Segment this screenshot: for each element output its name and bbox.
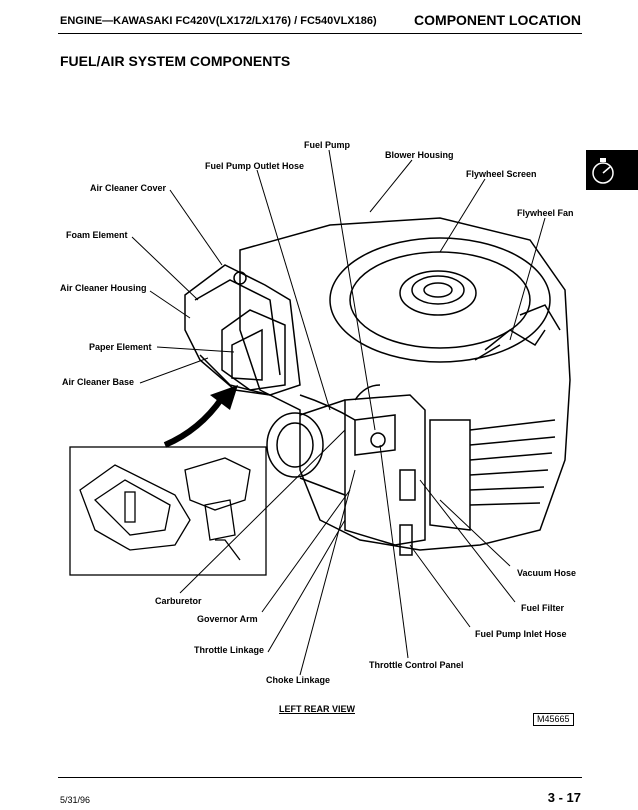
label-fuel-pump-outlet-hose: Fuel Pump Outlet Hose [205, 161, 305, 171]
label-vacuum-hose: Vacuum Hose [517, 568, 577, 578]
section-tab [586, 150, 638, 190]
stopwatch-icon [592, 158, 614, 184]
footer-divider [58, 777, 582, 778]
label-throttle-linkage: Throttle Linkage [194, 645, 265, 655]
label-fuel-pump: Fuel Pump [304, 140, 351, 150]
label-air-cleaner-cover: Air Cleaner Cover [90, 183, 167, 193]
footer-date: 5/31/96 [60, 795, 91, 805]
label-throttle-control-panel: Throttle Control Panel [369, 660, 464, 670]
header-divider [58, 33, 582, 34]
label-fuel-pump-inlet-hose: Fuel Pump Inlet Hose [475, 629, 567, 639]
header-title: ENGINE—KAWASAKI FC420V(LX172/LX176) / FC… [60, 15, 377, 27]
label-air-cleaner-housing: Air Cleaner Housing [60, 283, 147, 293]
label-paper-element: Paper Element [89, 342, 152, 352]
label-flywheel-fan: Flywheel Fan [517, 208, 574, 218]
page-title: FUEL/AIR SYSTEM COMPONENTS [60, 53, 291, 69]
figure-id: M45665 [533, 713, 574, 726]
label-choke-linkage: Choke Linkage [266, 675, 331, 685]
label-air-cleaner-base: Air Cleaner Base [62, 377, 135, 387]
label-carburetor: Carburetor [155, 596, 202, 606]
section-title: COMPONENT LOCATION [414, 12, 581, 28]
label-fuel-filter: Fuel Filter [521, 603, 565, 613]
page-number: 3 - 17 [547, 790, 581, 805]
label-blower-housing: Blower Housing [385, 150, 454, 160]
label-foam-element: Foam Element [66, 230, 128, 240]
view-caption: LEFT REAR VIEW [279, 704, 355, 714]
label-flywheel-screen: Flywheel Screen [466, 169, 537, 179]
label-governor-arm: Governor Arm [197, 614, 258, 624]
